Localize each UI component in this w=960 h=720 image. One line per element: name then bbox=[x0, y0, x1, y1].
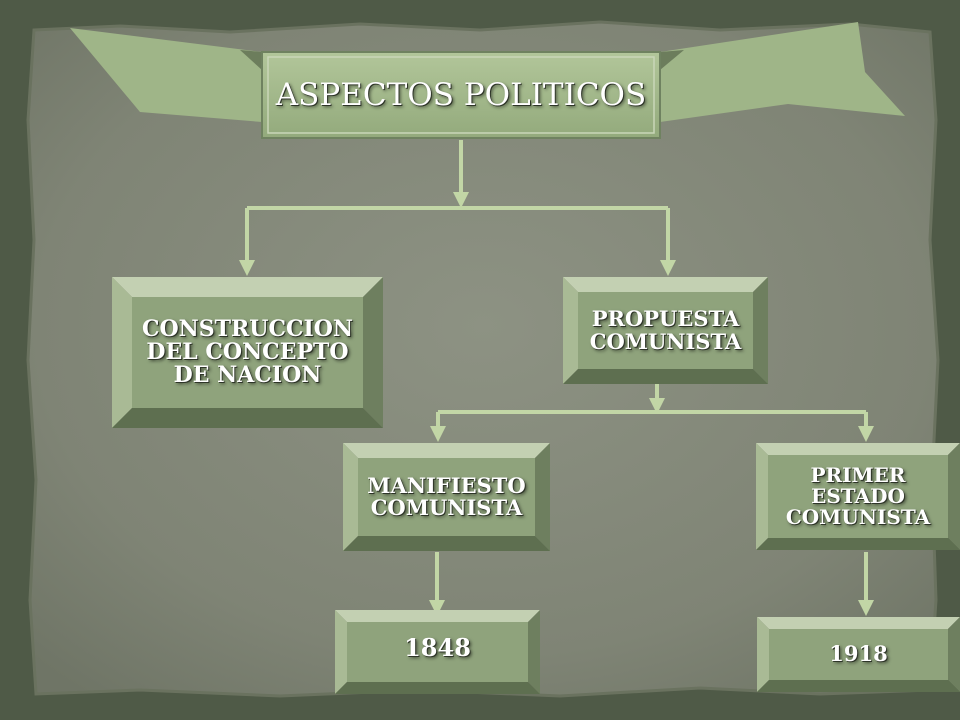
title-ribbon bbox=[70, 22, 905, 139]
node-propuesta: PROPUESTA COMUNISTA bbox=[589, 306, 742, 354]
box-1848 bbox=[335, 610, 540, 694]
node-1918: 1918 bbox=[829, 641, 888, 667]
box-primer-estado bbox=[756, 443, 960, 550]
node-1848: 1848 bbox=[404, 633, 471, 663]
box-1918 bbox=[757, 617, 960, 692]
diagram-title: ASPECTOS POLITICOS bbox=[275, 76, 647, 113]
node-construccion: CONSTRUCCION DEL CONCEPTO DE NACION bbox=[141, 315, 354, 389]
connector-lines bbox=[239, 140, 874, 616]
node-manifiesto: MANIFIESTO COMUNISTA bbox=[367, 472, 526, 520]
box-propuesta bbox=[563, 277, 768, 384]
node-primer-estado: PRIMER ESTADO COMUNISTA bbox=[785, 463, 931, 529]
box-manifiesto bbox=[343, 443, 550, 551]
box-construccion bbox=[112, 277, 383, 428]
